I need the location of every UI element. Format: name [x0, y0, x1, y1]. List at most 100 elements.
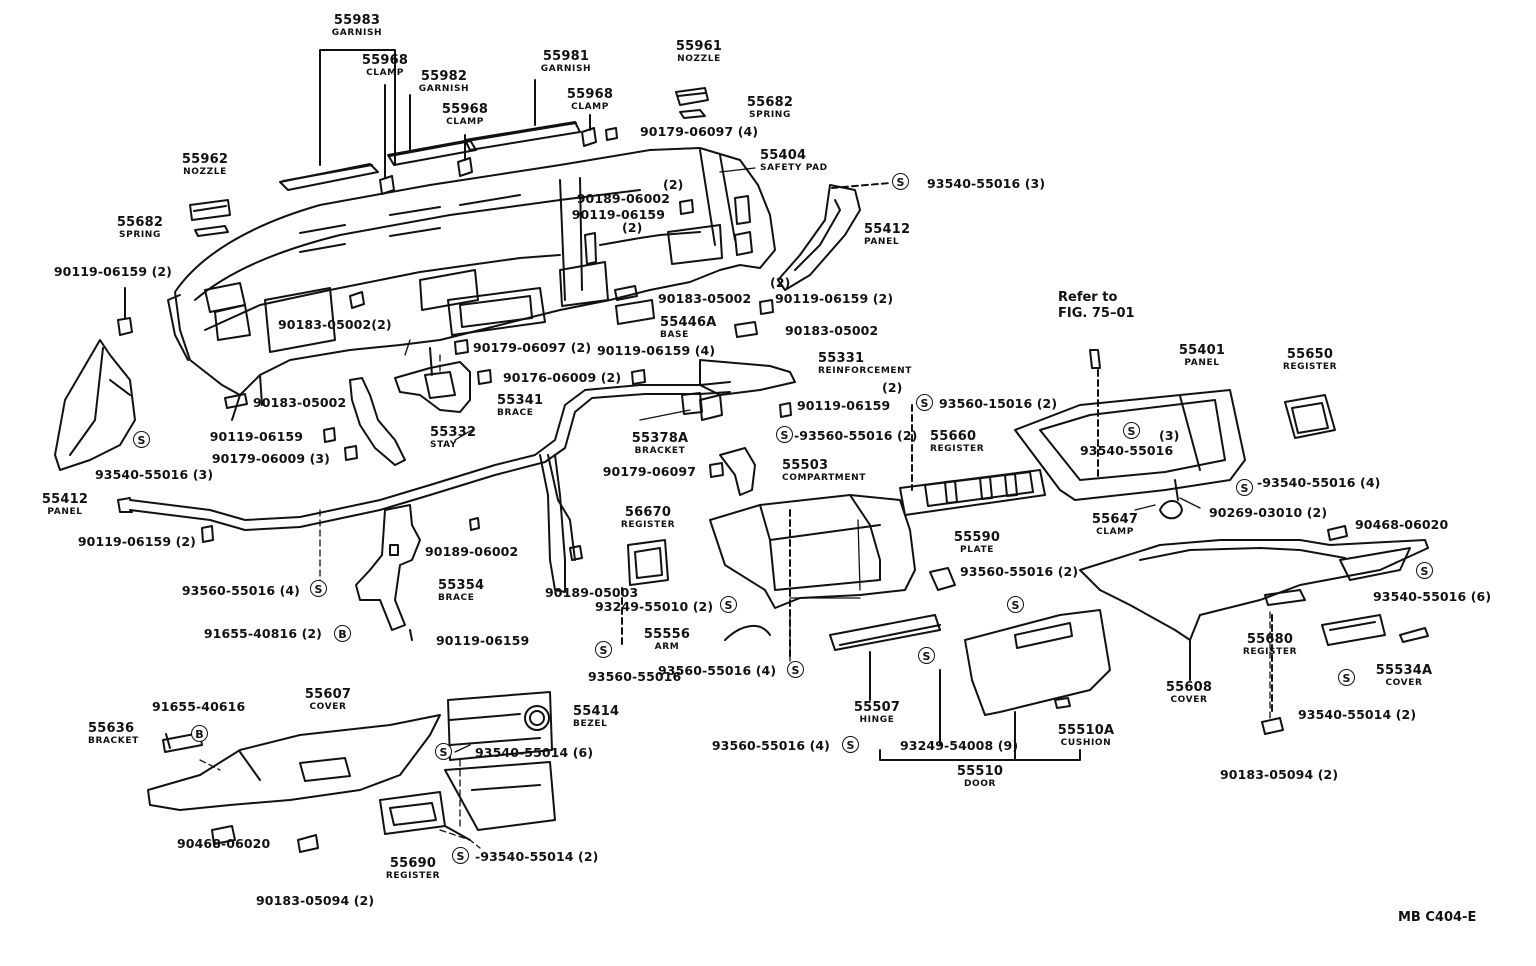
fastener-label: 90189-06002: [425, 544, 519, 559]
register-55660-shape: [899, 404, 1046, 516]
s-symbol: S: [1338, 669, 1355, 686]
fastener-label: 93560-55016: [588, 669, 682, 684]
bezel-55414-shape: [444, 691, 556, 831]
fastener-label: 93560-55016 (4): [658, 663, 777, 678]
small-hardware-bottom: [201, 291, 1348, 853]
fastener-label: 91655-40616: [152, 699, 246, 714]
fastener-label: -93540-55016 (4): [1257, 475, 1381, 490]
fastener-label: 90183-05002(2): [278, 317, 392, 332]
fastener-label: 90179-06009 (3): [211, 451, 330, 466]
fastener-label: 90183-05002: [658, 291, 752, 306]
fastener-label: -93540-55014 (2): [475, 849, 599, 864]
fastener-label: 93540-55014 (6): [475, 745, 594, 760]
fastener-label: 90176-06009 (2): [503, 370, 622, 385]
fastener-label: 93249-54008 (9): [900, 738, 1019, 753]
s-symbol: S: [1123, 422, 1140, 439]
fastener-label: 93560-55016 (4): [181, 583, 300, 598]
fastener-label: (2): [882, 380, 903, 395]
fastener-label: 90189-06002: [576, 191, 670, 206]
fastener-label: 90179-06097 (4): [640, 124, 759, 139]
fastener-label: 90119-06159 (4): [597, 343, 716, 358]
fastener-label: 90183-05002: [785, 323, 879, 338]
panel-55412-right-shape: [777, 182, 891, 291]
fastener-label: 90183-05094 (2): [256, 893, 375, 908]
fastener-label: (2): [770, 275, 791, 290]
fastener-label: 90179-06097: [602, 464, 696, 479]
fastener-label: 93540-55016 (3): [927, 176, 1046, 191]
fastener-label: 90119-06159 (2): [775, 291, 894, 306]
s-symbol: S: [916, 394, 933, 411]
fastener-label: 93249-55010 (2): [595, 599, 714, 614]
fastener-label: 90119-06159 (2): [77, 534, 196, 549]
b-symbol: B: [191, 725, 208, 742]
panel-55401-shape: [1014, 349, 1246, 501]
clamp-55647-shape: [1159, 500, 1183, 520]
small-hardware-top: [117, 84, 774, 338]
register-56670-shape: [627, 539, 669, 586]
s-symbol: S: [435, 743, 452, 760]
fastener-label: 90119-06159: [571, 207, 665, 222]
fastener-label: (2): [663, 177, 684, 192]
s-symbol: S: [1236, 479, 1253, 496]
s-symbol: S: [1416, 562, 1433, 579]
fastener-label: 91655-40816 (2): [203, 626, 322, 641]
s-symbol: S: [452, 847, 469, 864]
door-55510-shape: [879, 609, 1111, 761]
s-symbol: S: [720, 596, 737, 613]
fastener-label: 93540-55016: [1080, 443, 1174, 458]
reference-note: Refer to FIG. 75–01: [1058, 290, 1135, 322]
reinforcement-55331-shape: [117, 359, 796, 593]
fastener-label: 90179-06097 (2): [473, 340, 592, 355]
fastener-label: 90119-06159: [436, 633, 530, 648]
s-symbol: S: [787, 661, 804, 678]
diagram-code: MB C404-E: [1398, 910, 1477, 925]
fastener-label: 93540-55014 (2): [1298, 707, 1417, 722]
fastener-label: 90269-03010 (2): [1209, 505, 1328, 520]
b-symbol: B: [334, 625, 351, 642]
solid-leaders: [404, 167, 1201, 753]
bracket-55378a-shape: [719, 447, 756, 496]
brace-55341-shape: [394, 361, 471, 413]
fastener-label: 90119-06159: [209, 429, 303, 444]
fastener-label: (3): [1159, 428, 1180, 443]
fastener-label: 90183-05002: [253, 395, 347, 410]
s-symbol: S: [842, 736, 859, 753]
hinge-55507-shape: [829, 614, 941, 701]
s-symbol: S: [776, 426, 793, 443]
fastener-label: 90468-06020: [177, 836, 271, 851]
s-symbol: S: [918, 647, 935, 664]
arm-55556-shape: [724, 625, 771, 641]
bracket-55636-shape: [165, 733, 171, 749]
fastener-label: 90119-06159 (2): [53, 264, 172, 279]
fastener-label: -93560-55016 (2): [794, 428, 918, 443]
garnish-strips: [279, 49, 581, 191]
plate-55590-shape: [929, 567, 956, 591]
